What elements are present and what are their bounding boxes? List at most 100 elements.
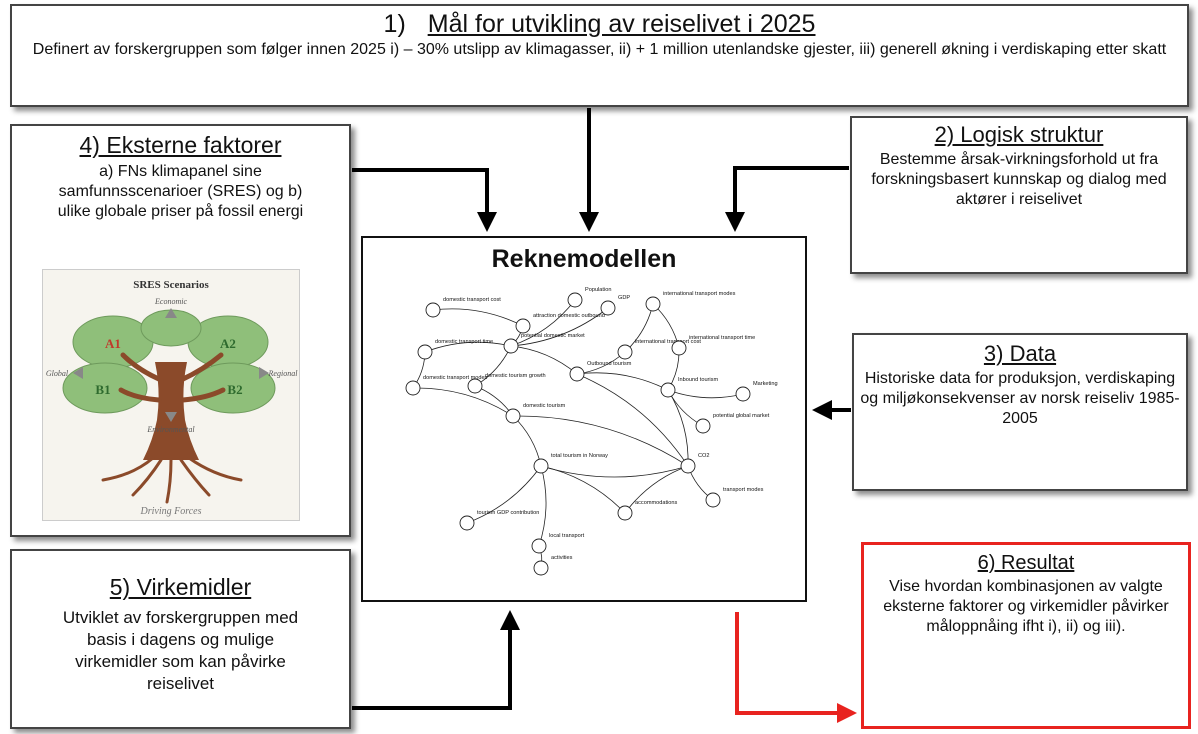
external-factors-text: a) FNs klimapanel sine samfunnsscenarioe… <box>57 163 304 220</box>
model-link <box>512 415 542 467</box>
model-link <box>576 373 689 467</box>
data-text: Historiske data for produksjon, verdiska… <box>860 370 1180 427</box>
model-node-label: domestic transport modes <box>423 375 488 381</box>
model-link <box>432 308 524 327</box>
model-node <box>671 340 687 356</box>
model-node-label: domestic tourism growth <box>485 373 546 379</box>
model-node <box>425 302 441 318</box>
data-box: 3) Data Historiske data for produksjon, … <box>852 333 1188 491</box>
model-node <box>417 344 433 360</box>
model-node-label: Inbound tourism <box>678 377 718 383</box>
model-link <box>667 389 690 467</box>
model-node-label: Outbound tourism <box>587 361 632 367</box>
model-node <box>533 560 549 576</box>
data-title: 3) Data <box>983 341 1057 366</box>
model-node-label: domestic tourism <box>523 403 566 409</box>
sres-b1-label: B1 <box>95 382 110 397</box>
model-node <box>617 505 633 521</box>
model-link <box>538 465 547 547</box>
model-node <box>467 378 483 394</box>
model-node <box>660 382 676 398</box>
model-link <box>540 465 689 478</box>
model-node <box>705 492 721 508</box>
model-node <box>531 538 547 554</box>
model-node-label: international transport cost <box>635 339 701 345</box>
model-node <box>503 338 519 354</box>
model-node-label: CO2 <box>698 453 710 459</box>
goals-title-text: Mål for utvikling av reiselivet i 2025 <box>427 10 816 38</box>
model-node-label: international transport modes <box>663 291 736 297</box>
model-node <box>735 386 751 402</box>
model-link <box>667 389 744 399</box>
model-node <box>505 408 521 424</box>
goals-number: 1) <box>383 10 406 38</box>
result-text: Vise hvordan kombinasjonen av valgte eks… <box>883 578 1169 635</box>
goals-title: 1) Mål for utvikling av reiselivet i 2025 <box>12 10 1187 39</box>
calculation-model-box: Reknemodellen domestic transport cost att… <box>361 236 807 602</box>
result-title: 6) Resultat <box>977 552 1075 574</box>
goals-text: Definert av forskergruppen som følger in… <box>32 41 1167 58</box>
sres-a1-label: A1 <box>105 336 121 351</box>
sres-b2-label: B2 <box>227 382 242 397</box>
arrow-external-to-model <box>352 168 497 232</box>
model-link <box>576 372 669 391</box>
model-link <box>412 387 514 417</box>
logical-structure-title: 2) Logisk struktur <box>934 122 1104 147</box>
sres-a2-label: A2 <box>220 336 236 351</box>
model-node <box>515 318 531 334</box>
sres-title: SRES Scenarios <box>133 279 209 291</box>
model-node-label: total tourism in Norway <box>551 453 608 459</box>
model-node <box>567 292 583 308</box>
arrow-logic-to-model <box>725 166 849 232</box>
model-link <box>512 415 689 467</box>
model-link <box>624 465 689 514</box>
sres-regional-label: Regional <box>268 369 299 378</box>
model-node <box>617 344 633 360</box>
model-node-label: activities <box>551 555 573 561</box>
model-node-label: tourism GDP contribution <box>477 510 539 516</box>
model-node-label: international transport time <box>689 335 755 341</box>
sres-economic-label: Economic <box>154 297 187 306</box>
model-node-label: GDP <box>618 295 630 301</box>
model-node-label: potential domestic market <box>521 333 585 339</box>
model-node-label: local transport <box>549 533 585 539</box>
model-title: Reknemodellen <box>491 245 677 273</box>
model-node-label: attraction domestic outbound <box>533 313 605 319</box>
model-link <box>510 307 609 348</box>
causal-loop-diagram: domestic transport cost attraction domest… <box>405 287 778 576</box>
arrow-model-to-result <box>735 612 857 723</box>
model-node <box>405 380 421 396</box>
arrow-policy-to-model <box>352 610 520 710</box>
model-node-label: domestic transport cost <box>443 297 501 303</box>
model-node <box>569 366 585 382</box>
model-node <box>695 418 711 434</box>
model-node <box>600 300 616 316</box>
logical-structure-box: 2) Logisk struktur Bestemme årsak-virkni… <box>850 116 1188 274</box>
policy-instruments-title: 5) Virkemidler <box>109 574 252 600</box>
sres-driving-forces-label: Driving Forces <box>139 506 201 517</box>
model-node-label: transport modes <box>723 487 764 493</box>
sres-scenarios-image: SRES Scenarios <box>42 269 300 521</box>
policy-instruments-box: 5) Virkemidler Utviklet av forskergruppe… <box>10 549 351 729</box>
model-node-label: potential global market <box>713 413 770 419</box>
model-node-label: domestic transport time <box>435 339 493 345</box>
external-factors-title: 4) Eksterne faktorer <box>79 132 282 158</box>
logical-structure-text: Bestemme årsak-virkningsforhold ut fra f… <box>871 151 1167 208</box>
goals-box: 1) Mål for utvikling av reiselivet i 2025… <box>10 4 1189 107</box>
model-node <box>533 458 549 474</box>
sres-global-label: Global <box>46 369 69 378</box>
model-node <box>459 515 475 531</box>
model-link <box>510 345 578 375</box>
model-link <box>424 341 512 353</box>
model-node-label: Population <box>585 287 611 293</box>
sres-environmental-label: Environmental <box>146 425 195 434</box>
model-link <box>466 465 542 524</box>
model-link <box>510 299 576 347</box>
policy-instruments-text: Utviklet av forskergruppen med basis i d… <box>62 608 299 693</box>
result-box: 6) Resultat Vise hvordan kombinasjonen a… <box>861 542 1191 729</box>
model-node-label: accommodations <box>635 500 677 506</box>
model-link <box>540 465 626 514</box>
model-node <box>680 458 696 474</box>
model-node <box>645 296 661 312</box>
model-node-label: Marketing <box>753 381 778 387</box>
